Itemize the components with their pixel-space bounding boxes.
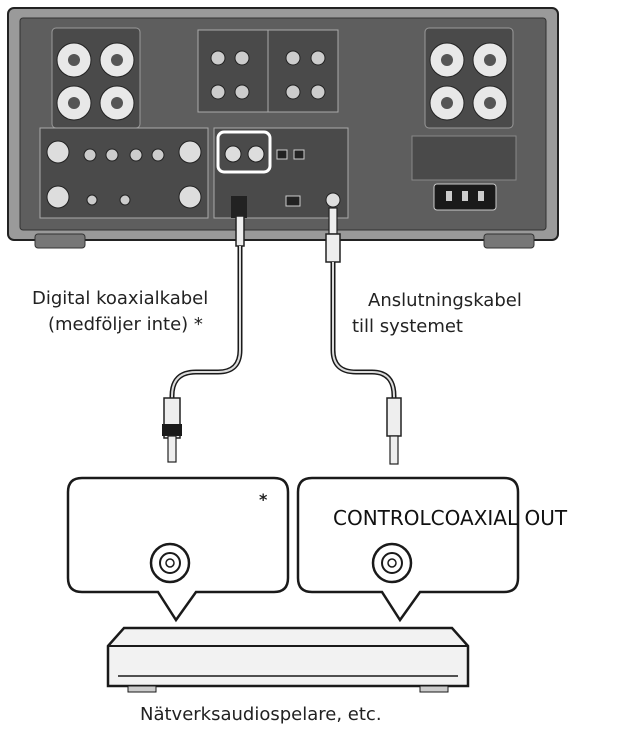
device-foot-left (127, 685, 157, 693)
right-box-label: CONTROLCOAXIAL OUT (333, 506, 568, 530)
amp-foot-right (483, 233, 535, 249)
cable-right-label-line2: till systemet (352, 316, 463, 337)
speaker-terminals-right (424, 27, 514, 129)
device-caption: Nätverksaudiospelare, etc. (140, 704, 382, 725)
coaxial-jack-2 (247, 145, 265, 163)
mini-plug (386, 397, 402, 437)
cable-left-label-line2: (medföljer inte) * (48, 314, 203, 335)
speaker-terminals-left (51, 27, 141, 129)
coaxial-jack-highlight (216, 130, 272, 174)
system-connection-cable (325, 207, 402, 465)
callout-box-right (296, 476, 520, 623)
amp-foot-left (34, 233, 86, 249)
amplifier-rear-panel (7, 7, 559, 249)
callout-box-left (66, 476, 290, 623)
digital-coaxial-cable (162, 196, 247, 463)
left-box-asterisk: * (259, 490, 268, 509)
analog-input-panel (197, 29, 339, 113)
network-audio-player (106, 626, 470, 693)
balanced-input-panel (39, 127, 209, 219)
device-foot-right (419, 685, 449, 693)
coaxial-jack-1 (224, 145, 242, 163)
power-inlet (411, 135, 517, 211)
cable-right-label-line1: Anslutningskabel (368, 290, 522, 311)
cable-left-label-line1: Digital koaxialkabel (32, 288, 209, 309)
control-jack (325, 192, 341, 208)
